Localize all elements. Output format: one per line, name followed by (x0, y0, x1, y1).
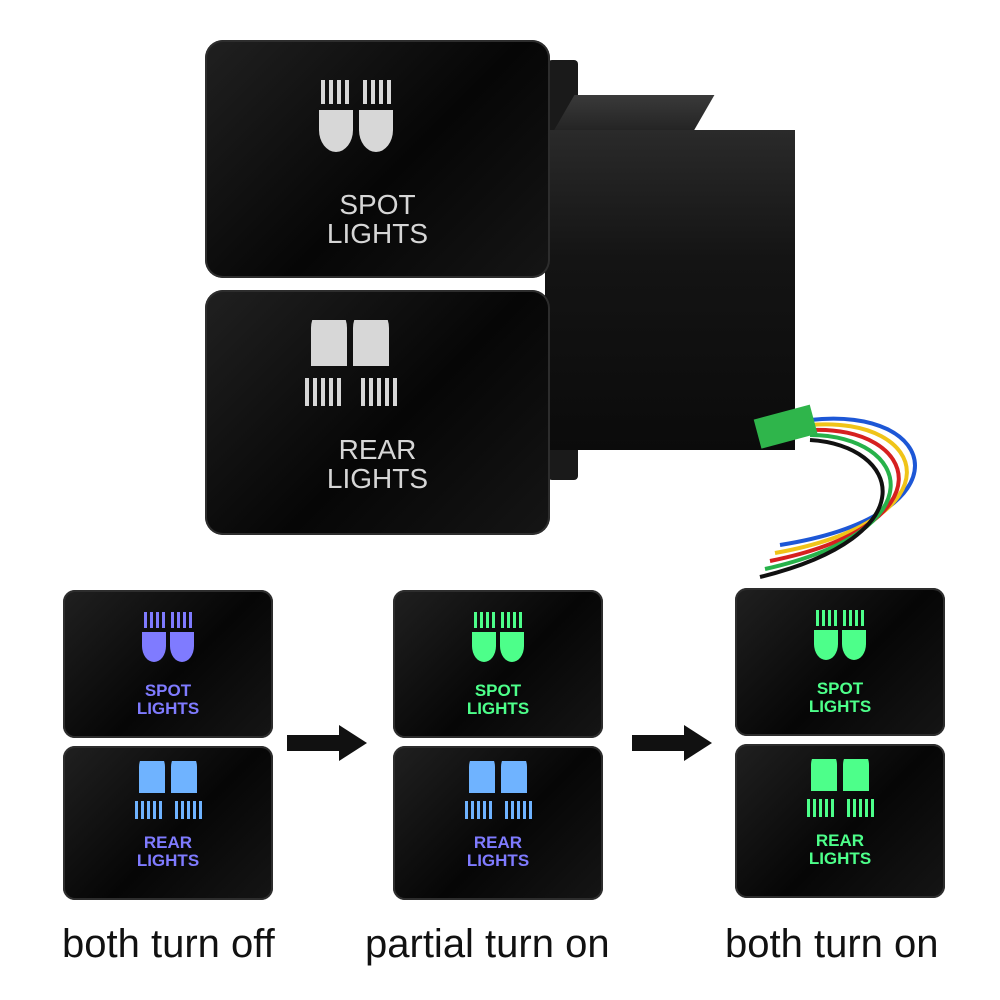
state-on-top-label: SPOT LIGHTS (735, 680, 945, 716)
state-on-bottom-line1: REAR (815, 831, 865, 850)
main-bottom-label-line1: REAR (338, 434, 417, 465)
rear-lights-icon (807, 759, 874, 817)
main-switch-top-pad: SPOT LIGHTS (205, 40, 550, 278)
state-on-top-line1: SPOT (816, 679, 864, 698)
switch-housing (545, 130, 795, 450)
state-on-bottom-pad: REAR LIGHTS (735, 744, 945, 898)
main-switch: SPOT LIGHTS REAR LIGHTS (205, 40, 550, 535)
state-partial-top-pad: SPOT LIGHTS (393, 590, 603, 738)
rear-lights-icon (305, 320, 397, 406)
state-partial-top-label: SPOT LIGHTS (393, 682, 603, 718)
main-top-label-line2: LIGHTS (326, 218, 429, 250)
main-top-label-line1: SPOT (339, 189, 416, 220)
state-on-bottom-line2: LIGHTS (808, 848, 872, 868)
state-off-bottom-label: REAR LIGHTS (63, 834, 273, 870)
rear-lights-icon (135, 761, 202, 819)
main-bottom-label-line2: LIGHTS (326, 463, 429, 495)
state-switch-on: SPOT LIGHTS REAR LIGHTS (735, 588, 945, 898)
caption-partial-on: partial turn on (365, 922, 610, 966)
caption-both-off: both turn off (62, 922, 275, 966)
state-off-top-line2: LIGHTS (136, 698, 200, 718)
state-switch-partial: SPOT LIGHTS REAR LIGHTS (393, 590, 603, 900)
spot-lights-icon (319, 80, 393, 152)
state-switch-off: SPOT LIGHTS REAR LIGHTS (63, 590, 273, 900)
state-off-top-pad: SPOT LIGHTS (63, 590, 273, 738)
state-partial-bottom-line1: REAR (473, 833, 523, 852)
state-off-bottom-line1: REAR (143, 833, 193, 852)
caption-both-on: both turn on (725, 922, 939, 966)
spot-lights-icon (142, 612, 194, 662)
state-partial-bottom-label: REAR LIGHTS (393, 834, 603, 870)
state-partial-top-line2: LIGHTS (466, 698, 530, 718)
main-switch-bottom-pad: REAR LIGHTS (205, 290, 550, 535)
spot-lights-icon (814, 610, 866, 660)
state-on-bottom-label: REAR LIGHTS (735, 832, 945, 868)
state-on-top-pad: SPOT LIGHTS (735, 588, 945, 736)
main-top-label: SPOT LIGHTS (205, 190, 550, 249)
rear-lights-icon (465, 761, 532, 819)
wire-harness (753, 404, 917, 579)
state-off-bottom-pad: REAR LIGHTS (63, 746, 273, 900)
state-partial-bottom-line2: LIGHTS (466, 850, 530, 870)
state-off-bottom-line2: LIGHTS (136, 850, 200, 870)
state-partial-bottom-pad: REAR LIGHTS (393, 746, 603, 900)
state-on-top-line2: LIGHTS (808, 696, 872, 716)
main-bottom-label: REAR LIGHTS (205, 435, 550, 494)
state-off-top-line1: SPOT (144, 681, 192, 700)
state-off-top-label: SPOT LIGHTS (63, 682, 273, 718)
arrow-right-icon (287, 725, 367, 761)
spot-lights-icon (472, 612, 524, 662)
state-partial-top-line1: SPOT (474, 681, 522, 700)
arrow-right-icon (632, 725, 712, 761)
